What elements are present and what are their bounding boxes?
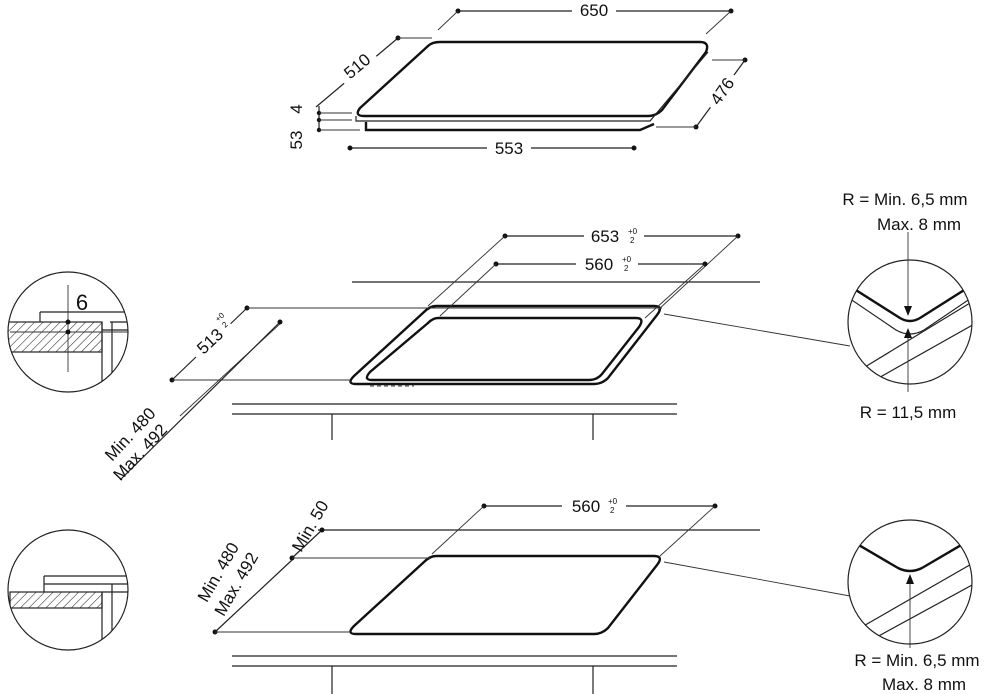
svg-text:2: 2 [610,506,615,515]
detail-value-6: 6 [76,290,88,315]
detail-flush-section [7,529,129,651]
detail-flush-corner: R = Min. 6,5 mm Max. 8 mm [847,519,980,694]
radius-bottom: R = 11,5 mm [860,403,957,422]
svg-text:+0: +0 [608,497,618,506]
svg-text:+0: +0 [622,255,632,264]
radius-flush-line2: Max. 8 mm [882,675,966,694]
cutout-flush-outline [349,554,662,636]
dim-4: 4 [287,104,306,113]
hob-top-view: 650 510 476 553 4 53 [287,0,748,159]
svg-text:2: 2 [624,264,629,273]
svg-text:2: 2 [220,320,230,330]
dim-53: 53 [287,131,306,150]
min-50: Min. 50 [288,497,332,555]
svg-text:2: 2 [630,236,635,245]
cutout-flush-view: 560 +0 2 Min. 50 Min. 480 Max. 492 [194,494,851,694]
cutout-inner [365,316,643,382]
dim-560-flush: 560 [572,497,600,516]
svg-text:+0: +0 [628,227,638,236]
detail-frame-corner: R = Min. 6,5 mm Max. 8 mm R = 11,5 mm [842,190,973,422]
detail-frame-section: 6 [7,271,129,393]
hob-body [364,122,655,132]
radius-top-line2: Max. 8 mm [877,215,961,234]
radius-flush-line1: R = Min. 6,5 mm [854,651,979,670]
hob-glass-edge [355,51,709,122]
dim-650: 650 [580,1,608,20]
dim-653: 653 [591,227,619,246]
dim-553: 553 [495,139,523,158]
cutout-frame-view: 653 +0 2 560 +0 2 513 +0 2 Min. 480 Max.… [101,224,851,484]
cutout-outer [349,304,662,386]
hob-glass-top [356,40,709,118]
radius-top-line1: R = Min. 6,5 mm [842,190,967,209]
dim-560-frame: 560 [585,255,613,274]
